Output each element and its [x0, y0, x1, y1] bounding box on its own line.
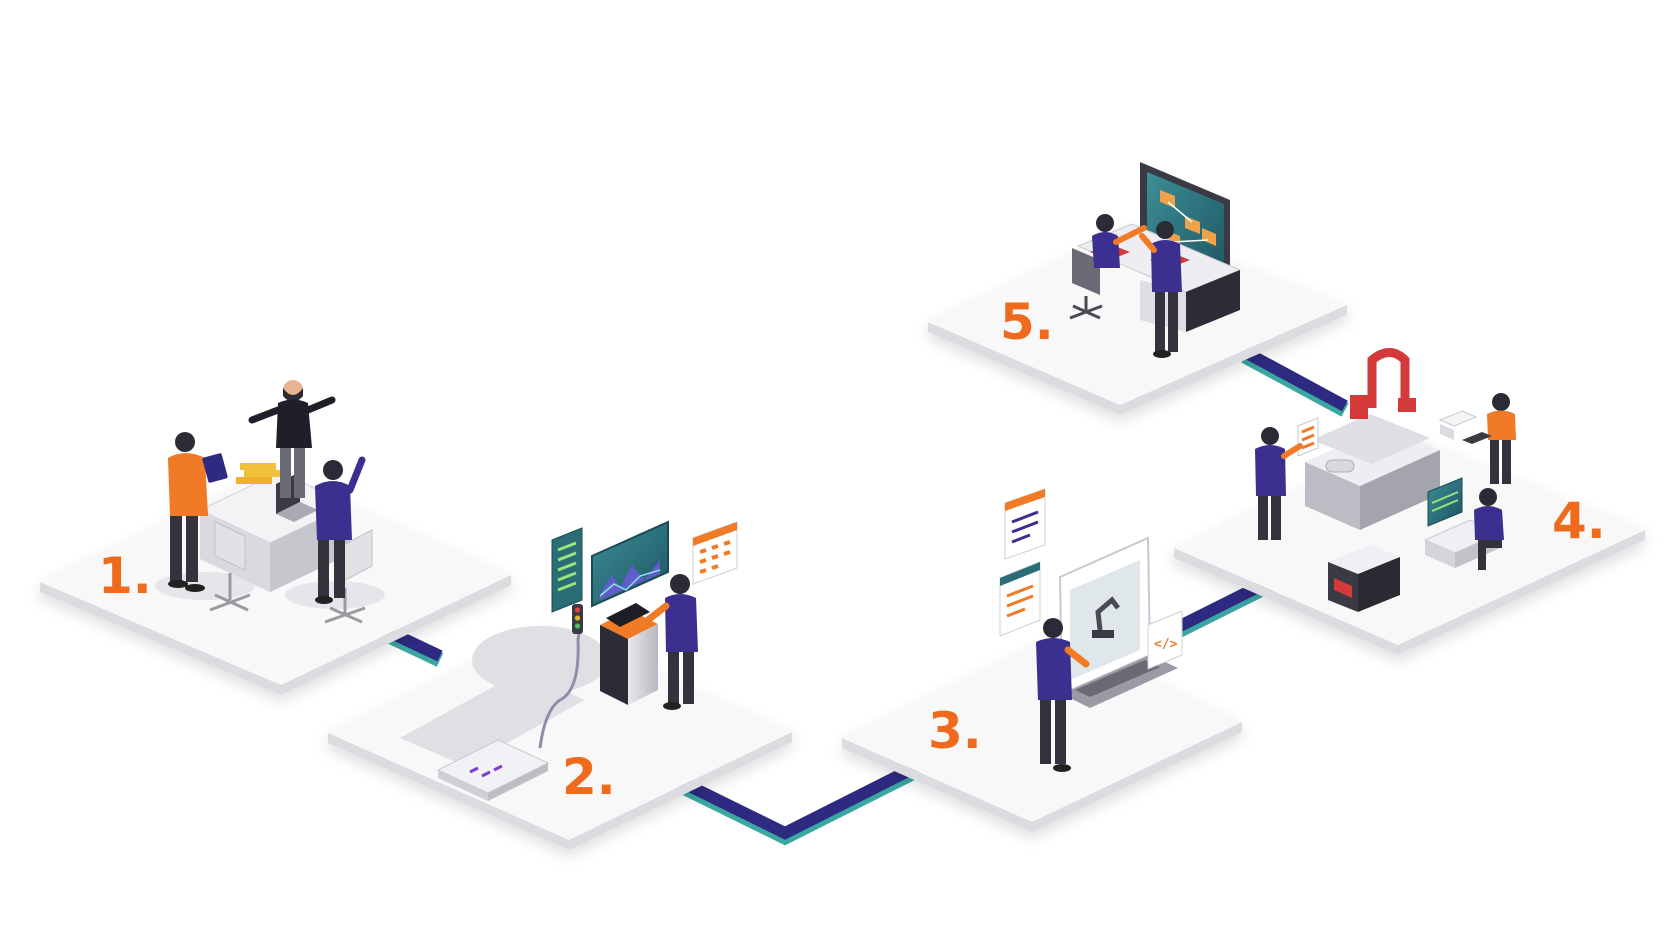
connector-lines — [364, 346, 1349, 846]
books-icon — [236, 463, 280, 484]
platform-step-1: 1. — [40, 380, 511, 695]
step-number-3: 3. — [928, 702, 982, 760]
person-orange-tablet — [168, 432, 228, 592]
platform-step-5: 5. — [928, 162, 1347, 415]
router-device — [436, 739, 550, 801]
person-programmer — [1036, 618, 1090, 772]
person-seated-operator — [1092, 214, 1147, 268]
chair-icon — [209, 521, 251, 612]
terminal-station — [600, 603, 658, 705]
network-cable — [538, 624, 582, 749]
tablet-icon — [202, 453, 228, 483]
step-number-2: 2. — [562, 748, 616, 806]
chair-icon — [1069, 248, 1103, 320]
person-seated — [1474, 488, 1504, 570]
traffic-light-icon — [572, 604, 583, 634]
platform-step-3: </> 3. — [842, 488, 1242, 832]
code-icon: </> — [1147, 610, 1183, 670]
step-number-5: 5. — [1000, 293, 1054, 351]
platform-step-4: 4. — [1174, 348, 1645, 655]
person-operator — [644, 574, 698, 710]
parameter-window — [999, 561, 1041, 637]
cnc-machine — [1297, 348, 1440, 530]
chart-icon — [591, 520, 669, 608]
person-technician-left — [1255, 427, 1303, 540]
tool-cabinet — [1328, 545, 1400, 612]
person-manager — [248, 380, 336, 498]
person-technician-right — [1462, 393, 1516, 484]
svg-text:</>: </> — [1154, 637, 1178, 652]
robot-arm-icon — [1092, 596, 1120, 638]
papers-icon — [1438, 410, 1478, 440]
step-number-4: 4. — [1552, 492, 1606, 550]
task-list-panel — [551, 527, 583, 613]
document-icon — [1004, 488, 1046, 560]
step-number-1: 1. — [98, 547, 152, 605]
chair-icon — [324, 529, 373, 624]
person-standing-operator — [1139, 221, 1182, 358]
person-purple — [315, 456, 366, 604]
calendar-icon — [692, 521, 738, 585]
platform-step-2: 2. — [328, 520, 792, 850]
laptop-icon — [1058, 536, 1178, 708]
